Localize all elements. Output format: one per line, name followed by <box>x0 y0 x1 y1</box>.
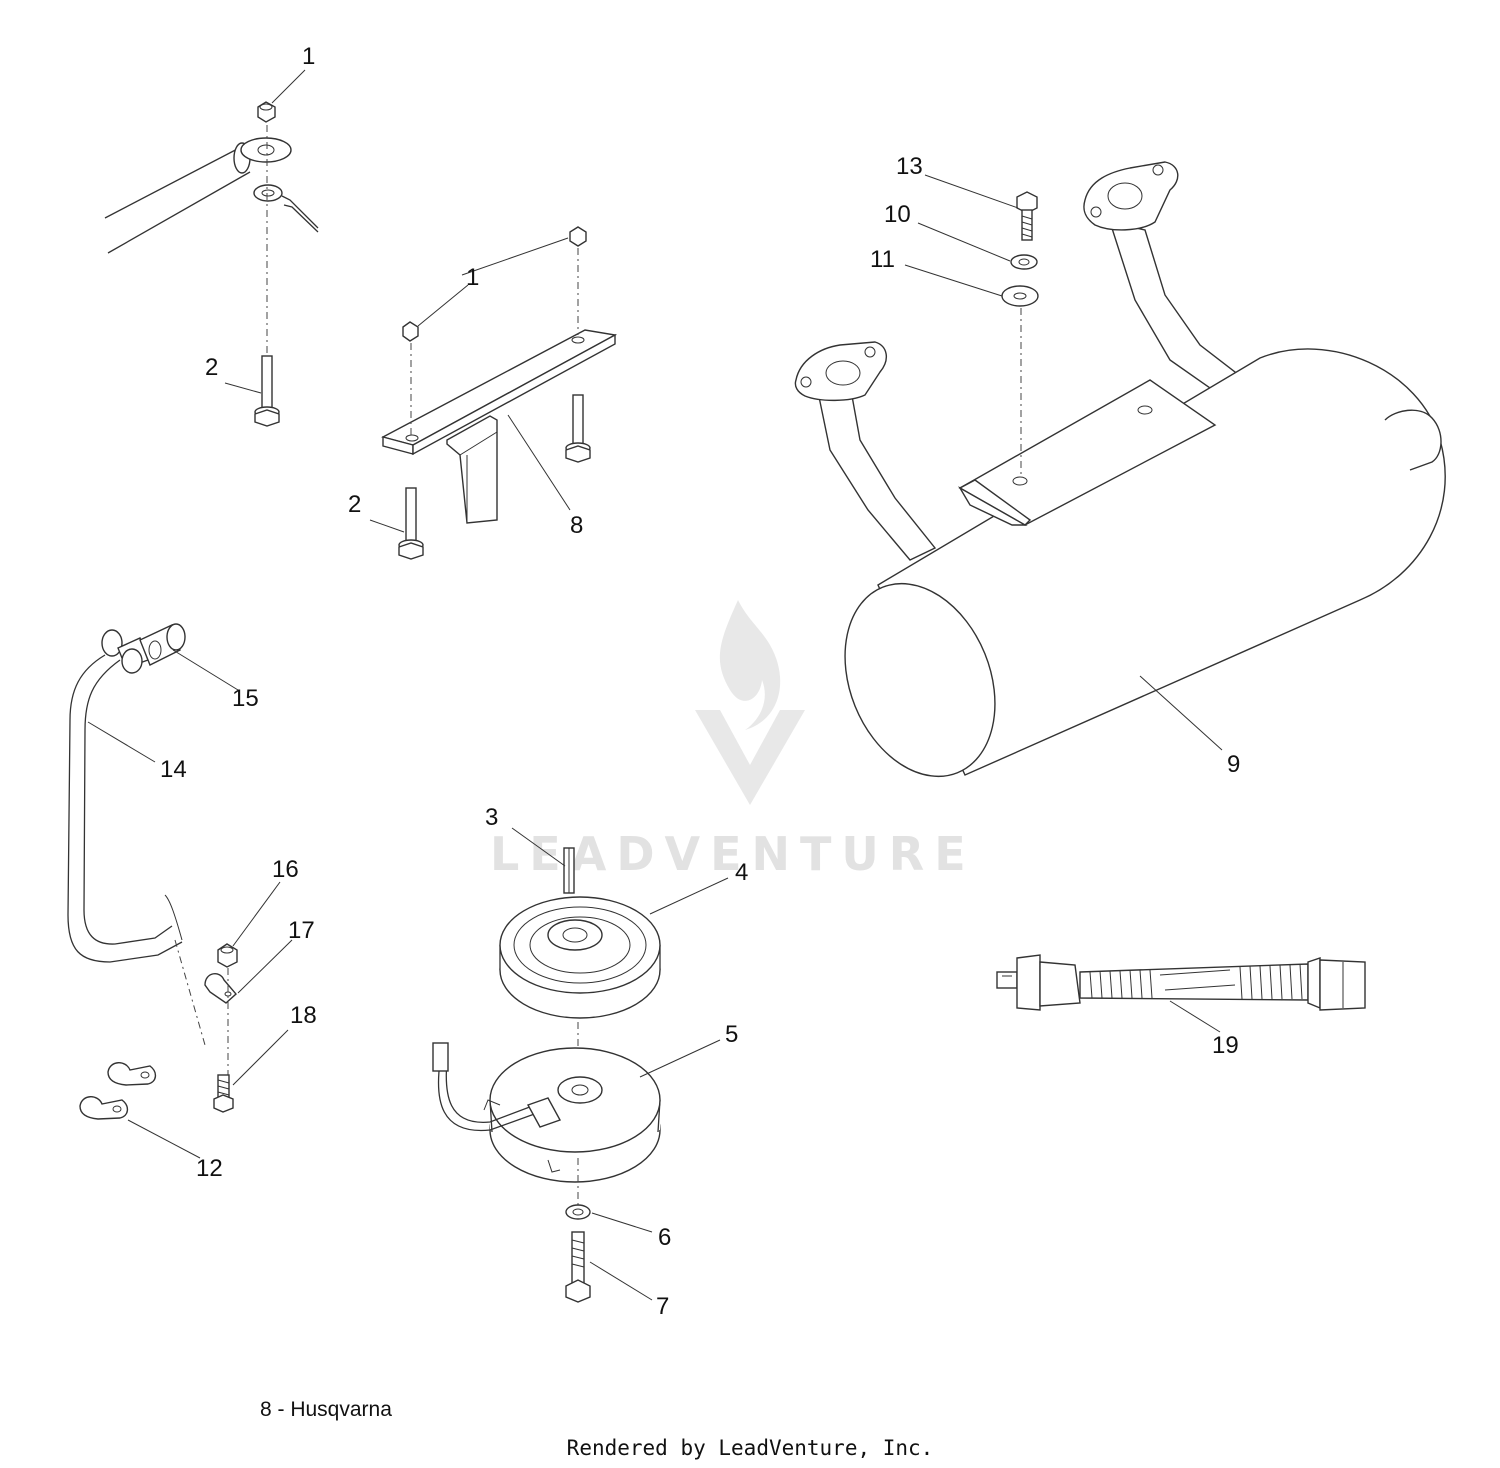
callout-9: 9 <box>1227 751 1240 778</box>
screw-18 <box>213 1074 234 1113</box>
hex-nut-1b <box>402 321 419 342</box>
callout-11: 11 <box>870 246 895 273</box>
callout-18: 18 <box>290 1002 317 1029</box>
key-3 <box>563 847 575 894</box>
leader-lines <box>87 69 1223 1301</box>
callout-14: 14 <box>160 756 187 783</box>
callout-15: 15 <box>232 685 259 712</box>
callout-2b: 2 <box>348 491 361 518</box>
callout-13: 13 <box>896 153 923 180</box>
callout-2a: 2 <box>205 354 218 381</box>
fuel-line-14 <box>67 654 206 1046</box>
hex-nut-16 <box>217 943 238 968</box>
callout-5: 5 <box>725 1021 738 1048</box>
callout-16: 16 <box>272 856 299 883</box>
callout-7: 7 <box>656 1293 669 1320</box>
callout-19: 19 <box>1212 1032 1239 1059</box>
hex-nut-1a <box>257 101 276 123</box>
wiring-harness-19 <box>996 954 1366 1011</box>
callout-6: 6 <box>658 1224 671 1251</box>
fuel-fitting-15 <box>101 623 186 674</box>
pulley-4 <box>499 896 661 1019</box>
callout-12: 12 <box>196 1155 223 1182</box>
callout-1a: 1 <box>302 43 315 70</box>
muffler-9 <box>794 161 1446 778</box>
bracket-8 <box>381 329 618 524</box>
callout-10: 10 <box>884 201 911 228</box>
hex-bolt-2a <box>254 355 280 427</box>
battery-cable-assembly <box>104 137 319 254</box>
watermark-text: LEADVENTURE <box>490 827 976 881</box>
pto-clutch-5 <box>432 1042 661 1183</box>
bolt-7 <box>565 1231 591 1303</box>
callout-labels: 1 1 2 2 3 4 5 6 7 8 9 10 11 12 13 14 15 … <box>160 43 1240 1320</box>
washer-10 <box>1010 254 1038 270</box>
callout-1b: 1 <box>466 264 479 291</box>
callout-3: 3 <box>485 804 498 831</box>
lock-washer-6 <box>565 1204 591 1220</box>
hex-bolt-2b <box>398 487 424 560</box>
hex-bolt-2c <box>565 394 591 463</box>
leadventure-watermark-logo <box>695 600 805 805</box>
callout-8: 8 <box>570 512 583 539</box>
callout-17: 17 <box>288 917 315 944</box>
bolt-13 <box>1016 191 1038 241</box>
callout-4: 4 <box>735 859 748 886</box>
clamp-12b <box>79 1096 129 1120</box>
clamp-12a <box>107 1062 157 1086</box>
rendered-by-credit: Rendered by LeadVenture, Inc. <box>566 1436 934 1460</box>
hex-nut-1c <box>569 226 587 247</box>
page-label: 8 - Husqvarna <box>260 1398 392 1421</box>
clamp-17 <box>204 973 237 1004</box>
washer-11 <box>1001 285 1039 307</box>
